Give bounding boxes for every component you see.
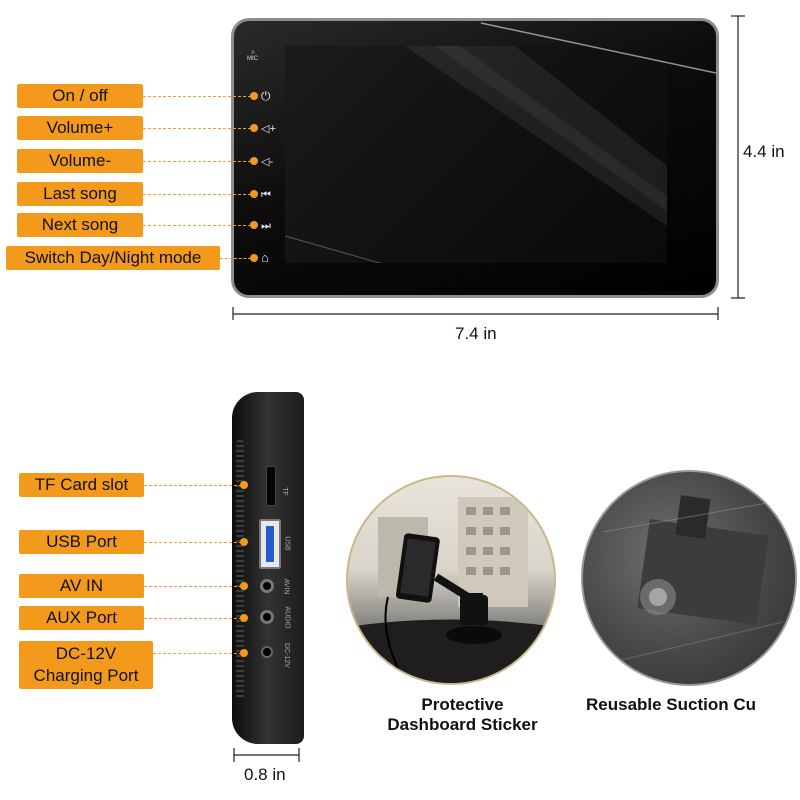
label-aux-port: AUX Port: [19, 606, 144, 630]
aux-jack[interactable]: [260, 610, 274, 624]
caption-sticker-line2: Dashboard Sticker: [387, 715, 538, 734]
label-usb-port: USB Port: [19, 530, 144, 554]
port-marking-dc: DC-12V: [282, 643, 290, 668]
leader-dot: [240, 614, 248, 622]
depth-dimension-line: [233, 748, 300, 762]
label-volume-up: Volume+: [17, 116, 143, 140]
label-switch-day-night: Switch Day/Night mode: [6, 246, 220, 270]
tf-card-slot[interactable]: [266, 466, 276, 506]
leader-dot: [250, 124, 258, 132]
next-track-icon[interactable]: ⏭: [261, 220, 271, 232]
leader-line: [144, 542, 242, 543]
leader-dot: [240, 481, 248, 489]
side-vent: [236, 440, 244, 700]
leader-line: [143, 96, 251, 97]
leader-line: [144, 618, 242, 619]
leader-line: [143, 161, 251, 162]
label-dc-line2: Charging Port: [33, 666, 139, 685]
port-marking-usb: USB: [283, 536, 291, 551]
home-icon[interactable]: ⌂: [261, 250, 269, 265]
dc-jack[interactable]: [261, 646, 273, 658]
label-volume-down: Volume-: [17, 149, 143, 173]
mic-label: MIC: [247, 56, 258, 62]
label-on-off: On / off: [17, 84, 143, 108]
usb-tongue: [266, 526, 274, 562]
leader-dot: [250, 157, 258, 165]
leader-line: [153, 653, 242, 654]
previous-track-icon[interactable]: ⏮: [261, 189, 271, 201]
leader-line: [143, 194, 251, 195]
glass-reflection: [480, 22, 717, 74]
port-marking-aux: AUDIO: [283, 606, 291, 629]
leader-dot: [250, 254, 258, 262]
label-next-song: Next song: [17, 213, 143, 237]
volume-up-icon[interactable]: ◁+: [261, 123, 276, 135]
av-in-jack[interactable]: [260, 579, 274, 593]
dashboard-mount-photo: [346, 475, 556, 685]
leader-line: [143, 128, 251, 129]
leader-dot: [250, 92, 258, 100]
label-dc-line1: DC-12V: [55, 644, 117, 663]
caption-dashboard-sticker: Protective Dashboard Sticker: [360, 695, 565, 735]
leader-line: [144, 586, 242, 587]
port-marking-av: AVIN: [282, 578, 290, 595]
label-last-song: Last song: [17, 182, 143, 206]
leader-dot: [240, 538, 248, 546]
mic-hole: [251, 50, 255, 54]
power-icon[interactable]: ⏻: [261, 89, 271, 103]
height-dimension: 4.4 in: [743, 142, 785, 161]
leader-line: [143, 225, 251, 226]
leader-dot: [250, 190, 258, 198]
width-dimension: 7.4 in: [455, 324, 497, 343]
label-tf-card-slot: TF Card slot: [19, 473, 144, 497]
volume-down-icon[interactable]: ◁-: [261, 156, 274, 168]
caption-suction-cup: Reusable Suction Cu: [586, 695, 757, 714]
port-marking-tf: TF: [280, 487, 288, 496]
leader-dot: [240, 582, 248, 590]
dimension-lines: [232, 15, 745, 320]
depth-dimension: 0.8 in: [244, 765, 286, 784]
suction-cup-photo: [581, 470, 797, 686]
leader-dot: [250, 221, 258, 229]
caption-sticker-line1: Protective: [421, 695, 504, 714]
leader-line: [144, 485, 242, 486]
device-screen: [285, 46, 667, 263]
label-av-in: AV IN: [19, 574, 144, 598]
leader-line: [220, 258, 251, 259]
label-dc-charging: DC-12V Charging Port: [19, 641, 153, 689]
leader-dot: [240, 649, 248, 657]
